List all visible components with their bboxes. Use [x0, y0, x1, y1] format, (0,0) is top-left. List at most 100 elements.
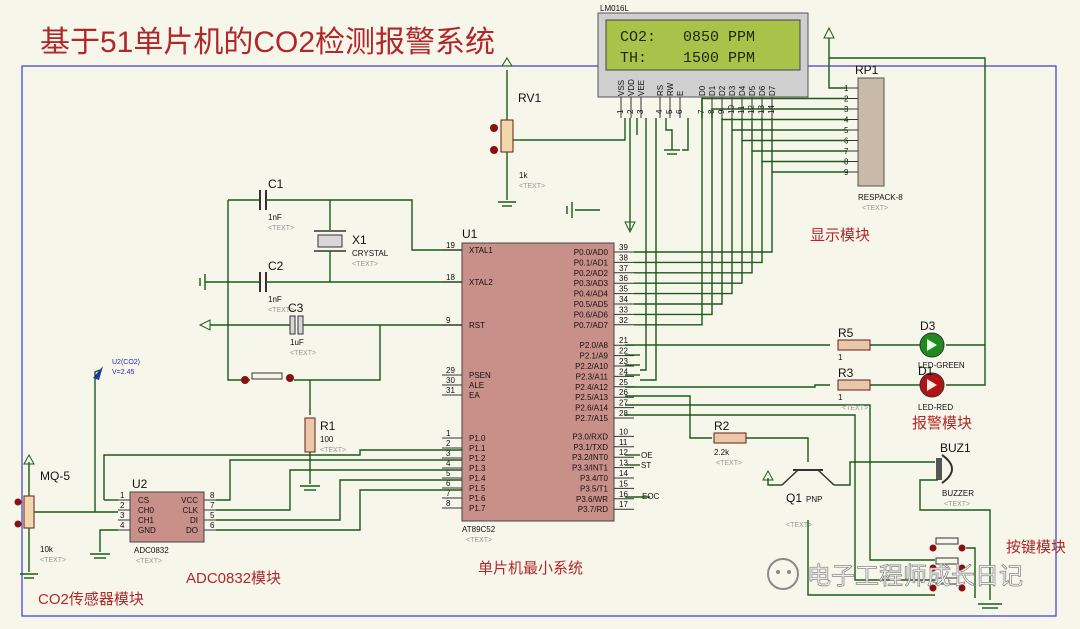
u1-pin-label: P1.0	[469, 434, 486, 443]
p0-wire-1	[634, 161, 763, 264]
u2-pin-label: CS	[138, 496, 149, 505]
u1-pin-number: 9	[446, 316, 451, 325]
u1-pin-number: 2	[446, 439, 451, 448]
u1-pin-number: 30	[446, 376, 455, 385]
u1-pin-number: 34	[619, 295, 628, 304]
mq5-ref: MQ-5	[40, 469, 70, 483]
rv1-body	[500, 119, 514, 153]
r5-ref: R5	[838, 326, 854, 340]
x1-part: CRYSTAL	[352, 249, 389, 258]
u1-pin-label: P1.7	[469, 504, 486, 513]
lcd-pin-number: 6	[675, 109, 684, 114]
u1-pin-label: P1.2	[469, 454, 486, 463]
p0-wire-7	[634, 98, 703, 326]
c3-capacitor: C3 1uF <TEXT>	[288, 301, 316, 357]
u1-pin-number: 32	[619, 316, 628, 325]
u2-pin-label: CH1	[138, 516, 155, 525]
lcd-pin-label-d1: D1	[708, 85, 717, 96]
c3-value: 1uF	[290, 338, 304, 347]
key-1-pin-a	[929, 544, 937, 552]
p0-wire-3	[634, 140, 743, 284]
key-switch-2[interactable]	[929, 557, 966, 572]
u1-right-pins: 39P0.0/AD038P0.1/AD137P0.2/AD236P0.3/AD3…	[572, 243, 634, 514]
probe-reading: V=2.45	[112, 369, 134, 376]
u1-pin-number: 19	[446, 241, 455, 250]
u1-pin-label: P2.3/A11	[576, 372, 609, 381]
rv1-text-placeholder: <TEXT>	[519, 183, 545, 190]
key-2-cap[interactable]	[935, 557, 959, 565]
u1-ref: U1	[462, 227, 478, 241]
module-display-label: 显示模块	[810, 227, 870, 244]
rp1-body	[857, 77, 885, 187]
reset-button[interactable]	[241, 372, 294, 384]
p0-wire-2	[634, 151, 753, 274]
u1-left-pins: 19XTAL118XTAL29RST29PSEN30ALE31EA1P1.02P…	[442, 241, 493, 513]
u1-pin-number: 29	[446, 366, 455, 375]
rv1-pin-b	[490, 146, 498, 154]
buzzer-ref: BUZ1	[940, 441, 971, 455]
u1-pin-number: 28	[619, 409, 628, 418]
module-mcu-label: 单片机最小系统	[478, 560, 583, 577]
wire-adc-cs	[103, 449, 462, 500]
wire-adc-gnd	[99, 529, 118, 552]
wire-buzzer-gnd	[919, 479, 991, 600]
u1-pin-label: P2.6/A14	[575, 404, 608, 413]
r1-text-placeholder: <TEXT>	[320, 447, 346, 454]
u2-text-placeholder: <TEXT>	[136, 558, 162, 565]
net-oe: OE	[641, 451, 653, 460]
wire-lcd-e	[640, 118, 647, 371]
u1-pin-label: P0.6/AD6	[574, 310, 609, 319]
u2-pin-number: 7	[210, 501, 215, 510]
x1-text-placeholder: <TEXT>	[352, 261, 378, 268]
d1-led-red: D1 LED-RED	[918, 364, 953, 412]
lcd-pin-label-vss: VSS	[617, 80, 626, 96]
u1-pin-number: 24	[619, 367, 628, 376]
r5-resistor: R5 1	[837, 326, 871, 362]
q1-power-arrow	[762, 469, 774, 481]
u1-pin-label: P3.0/RXD	[572, 432, 608, 441]
lcd-screen	[605, 19, 801, 71]
u1-pin-label: P0.7/AD7	[574, 321, 609, 330]
lcd-ref: LM016L	[600, 4, 629, 13]
lcd-pin-label-d2: D2	[718, 85, 727, 96]
c2-text-placeholder: <TEXT>	[268, 307, 294, 314]
u1-pin-label: P0.4/AD4	[574, 290, 609, 299]
wire-r2-q1	[746, 437, 809, 462]
wire-adc-do	[216, 489, 462, 531]
u1-body	[461, 242, 615, 522]
lcd-pin-label-d4: D4	[738, 85, 747, 96]
q1-ref: Q1	[786, 491, 802, 505]
mq5-pin-a	[14, 498, 22, 506]
wire-p2-6	[625, 395, 712, 439]
u1-pin-number: 27	[619, 399, 628, 408]
wire-q1-buzzer	[834, 461, 935, 486]
lcd-pin-label-vee: VEE	[637, 80, 646, 96]
buzzer-horn-icon	[941, 454, 953, 484]
key-1-cap[interactable]	[935, 537, 959, 545]
mq5-value: 10k	[40, 545, 54, 554]
key-switch-3[interactable]	[929, 577, 966, 592]
rv1-power-arrow	[501, 57, 513, 67]
u1-pin-label: P3.3/INT1	[572, 464, 609, 473]
lcd-pin-label-rw: RW	[666, 82, 675, 96]
wire-adc-di	[216, 479, 462, 521]
u2-pin-label: CLK	[182, 506, 198, 515]
probe-icon	[93, 366, 103, 380]
wire-reset-right	[294, 325, 381, 381]
bus-wire-d6	[761, 118, 847, 163]
u1-pin-number: 11	[619, 438, 628, 447]
reset-button-cap[interactable]	[251, 372, 283, 380]
p0-wire-0	[634, 172, 773, 253]
key-3-cap[interactable]	[935, 577, 959, 585]
wire-xtal1	[266, 199, 462, 251]
c2-ref: C2	[268, 259, 284, 273]
u1-pin-label: P2.0/A8	[580, 341, 609, 350]
u1-pin-label: EA	[469, 391, 480, 400]
lcd-pin-number: 5	[665, 109, 674, 114]
u1-pin-label: P3.7/RD	[578, 505, 608, 514]
u1-text-placeholder: <TEXT>	[466, 537, 492, 544]
key-switch-1[interactable]	[929, 537, 966, 552]
u1-pin-label: P2.5/A13	[575, 393, 608, 402]
wire-lcd-rs	[640, 118, 657, 381]
module-alarm-label: 报警模块	[912, 415, 972, 432]
